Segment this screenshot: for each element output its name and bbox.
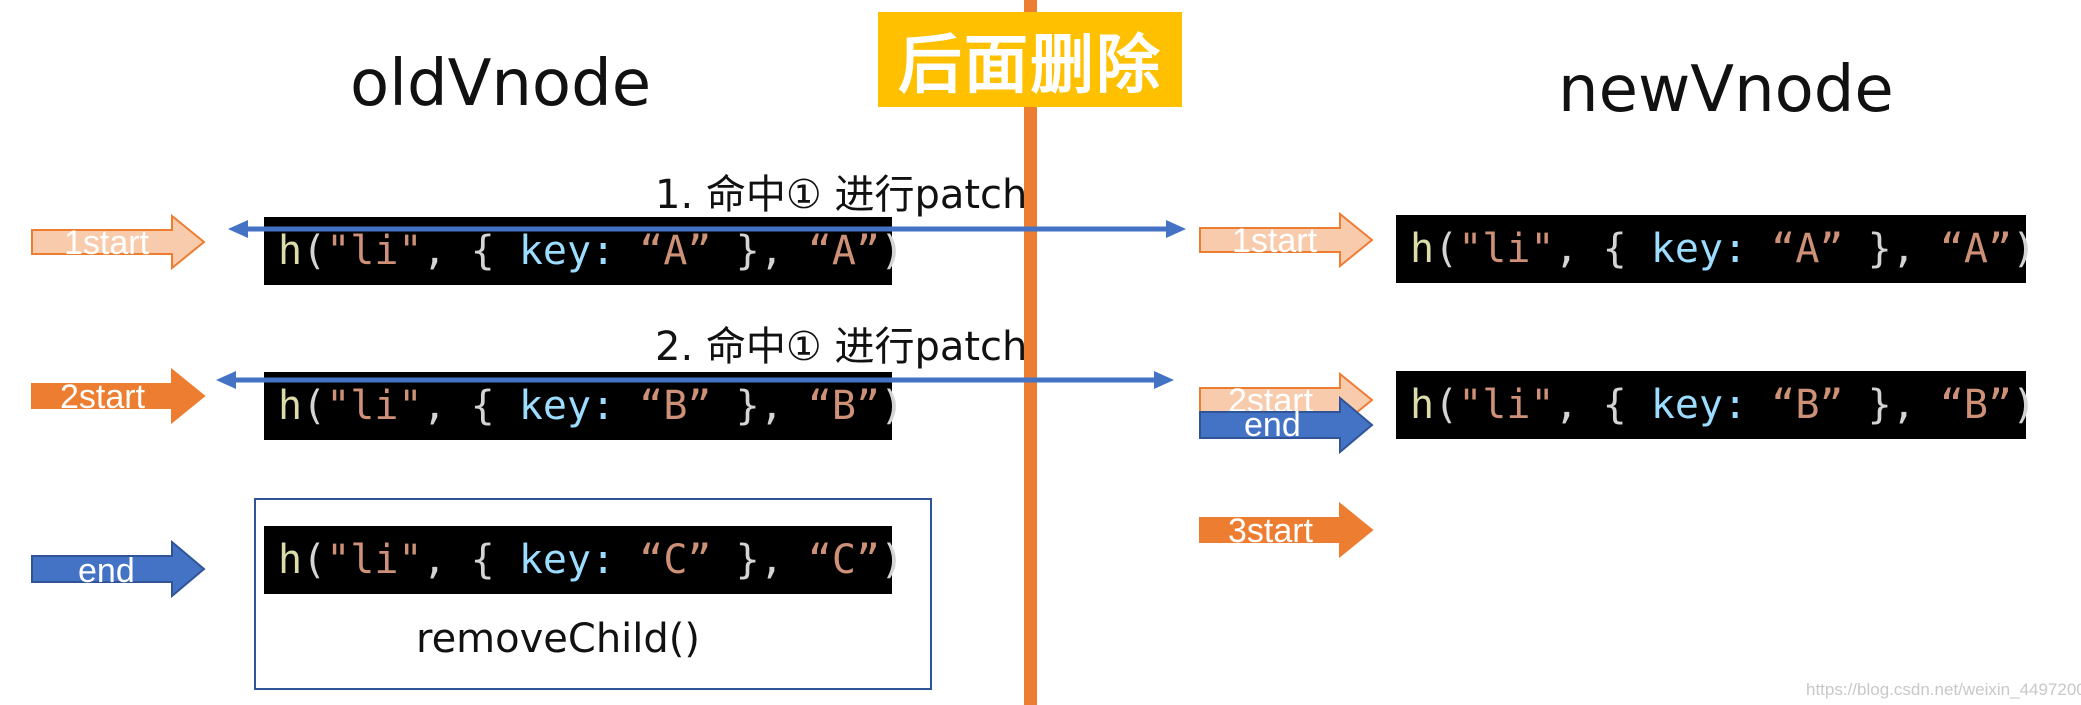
- code-key-label: key:: [1650, 226, 1748, 272]
- step-1-label: 1. 命中① 进行patch: [655, 172, 1028, 218]
- code-fn: h: [278, 383, 303, 429]
- new-node-b: h("li", { key: “B” }, “B”): [1396, 371, 2036, 439]
- watermark: https://blog.csdn.net/weixin_44972008: [1806, 680, 2081, 699]
- code-text: “A”: [807, 228, 881, 274]
- code-tag: "li": [1458, 226, 1555, 272]
- step-2-label: 2. 命中① 进行patch: [655, 324, 1028, 370]
- delete-from-end-banner: 后面删除: [878, 12, 1182, 107]
- new-node-a: h("li", { key: “A” }, “A”): [1396, 215, 2036, 283]
- old-node-c: h("li", { key: “C” }, “C”): [264, 526, 904, 594]
- code-key-label: key:: [518, 383, 616, 429]
- code-tag: "li": [326, 383, 423, 429]
- code-key-value: “A”: [639, 228, 712, 274]
- code-tag: "li": [1458, 382, 1555, 428]
- old-2start-label: 2start: [60, 378, 146, 416]
- code-fn: h: [278, 228, 303, 274]
- code-fn: h: [1410, 226, 1435, 272]
- code-tag: "li": [326, 228, 423, 274]
- code-key-value: “B”: [639, 383, 712, 429]
- new-1start-label: 1start: [1232, 222, 1318, 260]
- code-text: “A”: [1939, 226, 2013, 272]
- code-fn: h: [1410, 382, 1435, 428]
- old-end-arrow-icon: [31, 539, 206, 599]
- new-vnode-title: newVnode: [1558, 53, 1894, 127]
- remove-child-box: [254, 498, 932, 690]
- remove-child-label: removeChild(): [416, 616, 701, 662]
- old-vnode-title: oldVnode: [350, 47, 652, 121]
- code-key-value: “A”: [1771, 226, 1844, 272]
- code-key-label: key:: [518, 228, 616, 274]
- new-3start-arrow-icon: [1199, 501, 1374, 559]
- code-text: “B”: [1939, 382, 2013, 428]
- old-2start-arrow-icon: [31, 367, 206, 425]
- code-key-value: “C”: [639, 537, 712, 583]
- code-fn: h: [278, 537, 303, 583]
- center-divider: [1024, 0, 1037, 705]
- code-tag: "li": [326, 537, 423, 583]
- old-node-b: h("li", { key: “B” }, “B”): [264, 372, 904, 440]
- code-key-label: key:: [1650, 382, 1748, 428]
- new-end-label: end: [1244, 406, 1301, 444]
- new-end-arrow-icon: [1199, 395, 1374, 455]
- old-1start-arrow-icon: [31, 213, 206, 271]
- new-1start-arrow-icon: [1199, 211, 1374, 269]
- old-end-label: end: [78, 552, 135, 590]
- old-1start-label: 1start: [64, 224, 150, 262]
- code-text: “B”: [807, 383, 881, 429]
- patch-arrow-b: [216, 371, 1174, 389]
- new-3start-label: 3start: [1228, 512, 1314, 550]
- code-key-label: key:: [518, 537, 616, 583]
- code-text: “C”: [807, 537, 881, 583]
- code-key-value: “B”: [1771, 382, 1844, 428]
- patch-arrow-a: [228, 220, 1186, 238]
